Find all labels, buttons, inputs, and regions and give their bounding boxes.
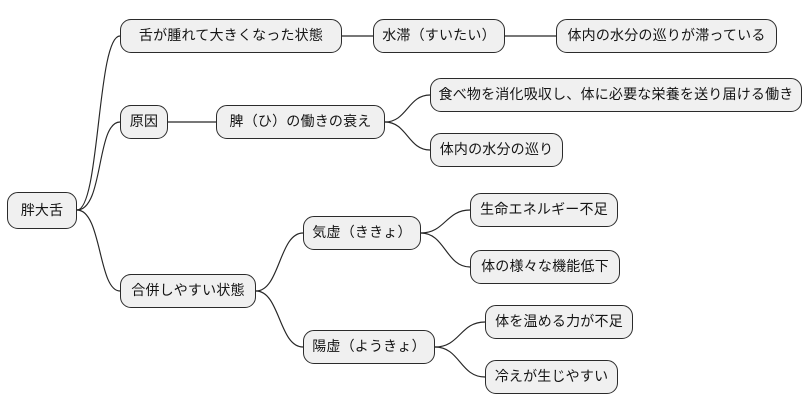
- mindmap-node-n3[interactable]: 合併しやすい状態: [120, 274, 256, 308]
- mindmap-node-n3b[interactable]: 陽虚（ようきょ）: [303, 330, 435, 364]
- mindmap-node-label: 体内の水分の巡りが滞っている: [567, 28, 766, 44]
- mindmap-node-label: 胖大舌: [20, 202, 64, 219]
- edge-root-to-n3: [76, 209, 121, 292]
- mindmap-node-n3a2[interactable]: 体の様々な機能低下: [470, 250, 620, 284]
- edge-root-to-n1: [76, 35, 121, 211]
- mindmap-node-label: 冷えが生じやすい: [494, 369, 609, 385]
- edge-n3-to-n3a: [255, 232, 304, 292]
- mindmap-node-n2a2[interactable]: 体内の水分の巡り: [430, 133, 563, 167]
- mindmap-node-n1[interactable]: 舌が腫れて大きくなった状態: [120, 19, 342, 53]
- mindmap-node-n1a[interactable]: 水滞（すいたい）: [373, 19, 505, 53]
- mindmap-node-label: 陽虚（ようきょ）: [312, 339, 426, 355]
- mindmap-node-label: 合併しやすい状態: [131, 283, 245, 299]
- mindmap-node-label: 気虚（ききょ）: [312, 225, 412, 241]
- edge-n2a-to-n2a2: [384, 121, 431, 151]
- edge-n3b-to-n3b1: [434, 321, 486, 348]
- mindmap-node-n2[interactable]: 原因: [120, 105, 168, 139]
- mindmap-node-label: 水滞（すいたい）: [382, 28, 496, 44]
- edge-n3b-to-n3b2: [434, 346, 486, 378]
- mindmap-node-label: 舌が腫れて大きくなった状態: [138, 28, 324, 44]
- mindmap-node-n3b2[interactable]: 冷えが生じやすい: [485, 360, 618, 394]
- mindmap-node-n3a1[interactable]: 生命エネルギー不足: [470, 193, 618, 227]
- edge-n3a-to-n3a1: [420, 209, 471, 234]
- mindmap-node-label: 食べ物を消化吸収し、体に必要な栄養を送り届ける働き: [438, 87, 794, 103]
- mindmap-node-label: 生命エネルギー不足: [480, 202, 608, 218]
- mindmap-node-n3b1[interactable]: 体を温める力が不足: [485, 305, 633, 339]
- mindmap-node-n1a1[interactable]: 体内の水分の巡りが滞っている: [556, 19, 777, 53]
- edge-n2a-to-n2a1: [384, 94, 431, 123]
- mindmap-node-label: 脾（ひ）の働きの衰え: [229, 114, 372, 130]
- mindmap-node-label: 原因: [129, 114, 159, 130]
- edge-n3-to-n3b: [255, 290, 304, 348]
- edge-root-to-n2: [76, 121, 121, 211]
- mindmap-node-label: 体を温める力が不足: [495, 314, 623, 330]
- mindmap-node-root[interactable]: 胖大舌: [7, 192, 77, 229]
- mindmap-node-n2a1[interactable]: 食べ物を消化吸収し、体に必要な栄養を送り届ける働き: [430, 78, 802, 112]
- mindmap-node-n3a[interactable]: 気虚（ききょ）: [303, 216, 421, 250]
- edge-n3a-to-n3a2: [420, 232, 471, 268]
- mindmap-node-label: 体内の水分の巡り: [439, 142, 554, 158]
- mindmap-node-label: 体の様々な機能低下: [481, 259, 609, 275]
- mindmap-node-n2a[interactable]: 脾（ひ）の働きの衰え: [216, 105, 385, 139]
